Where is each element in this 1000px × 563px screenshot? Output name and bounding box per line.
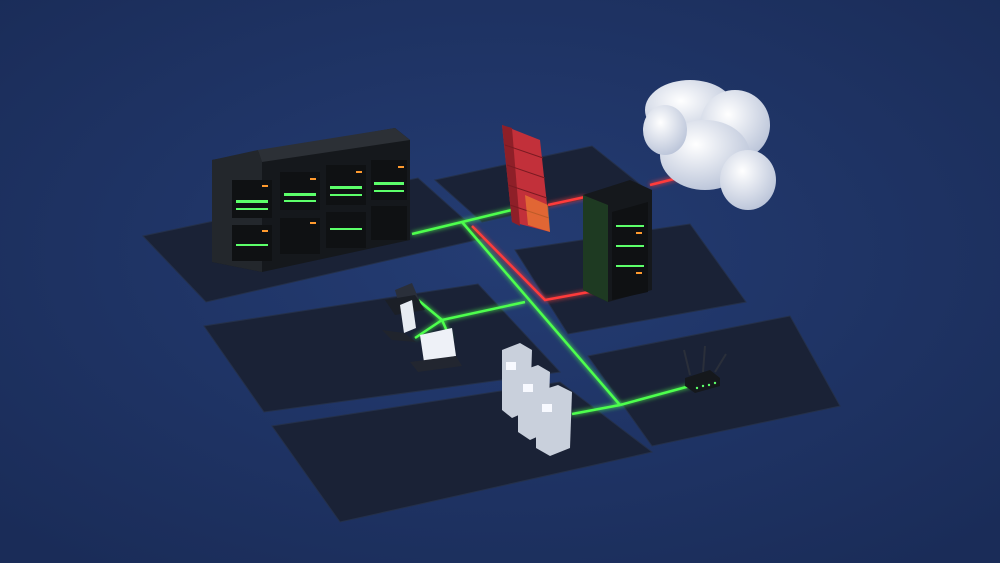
server-racks [212, 128, 410, 272]
cloud [643, 80, 776, 210]
tower-server [583, 180, 652, 302]
laptop [410, 328, 462, 372]
platform-laptops [203, 283, 562, 413]
rack-leds [236, 182, 404, 246]
link-router [619, 384, 691, 407]
link-firewall-tower [471, 225, 601, 302]
link-backbone [461, 221, 621, 406]
wifi-router [683, 345, 727, 393]
link-firewall-internal [547, 195, 586, 207]
laptop [382, 300, 416, 342]
link-desktops [571, 403, 621, 416]
rack-fronts [232, 160, 407, 261]
link-laptop-2 [414, 318, 443, 340]
links-active [411, 206, 691, 416]
desktop [536, 385, 572, 456]
desktop-computers [502, 343, 572, 456]
rack-leds-orange [262, 166, 404, 232]
laptops [382, 283, 462, 372]
firewall [502, 125, 550, 232]
